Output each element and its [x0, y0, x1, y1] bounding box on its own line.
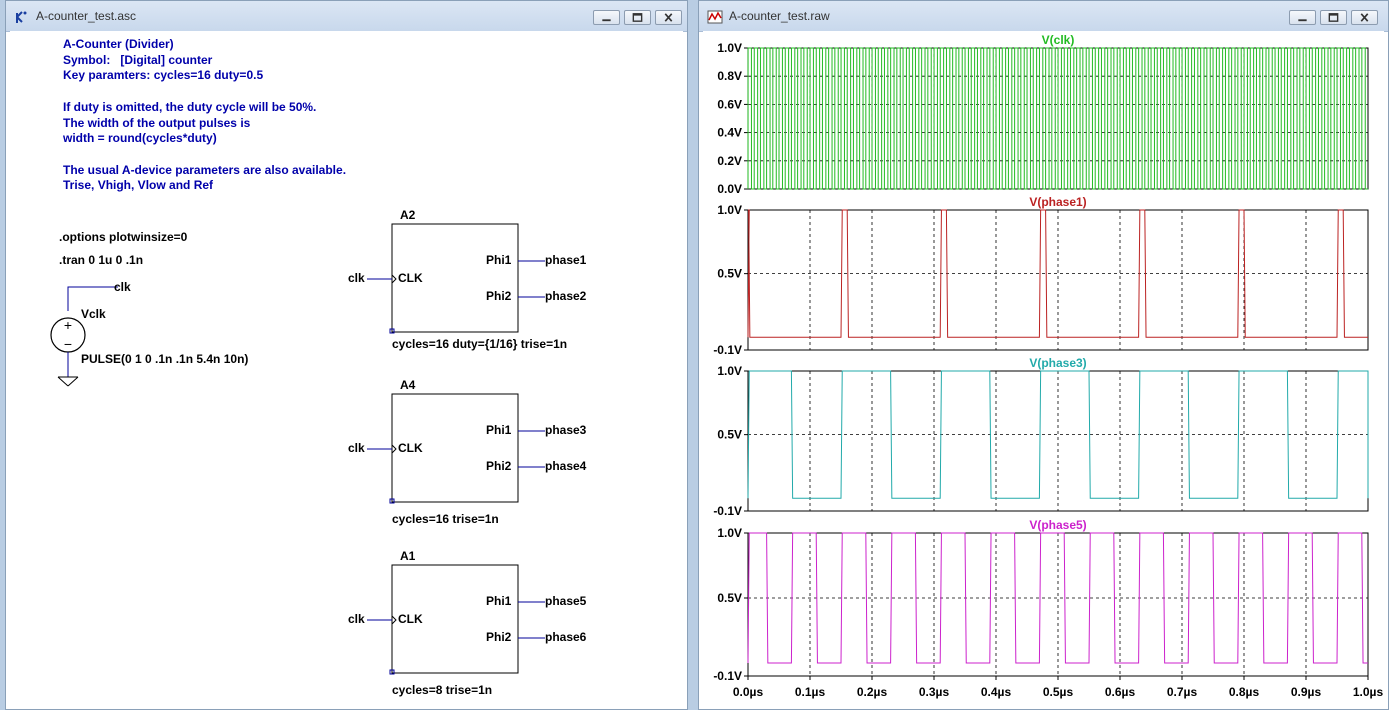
- a2-phi1-pin: Phi1: [486, 253, 511, 267]
- schematic-window: A-counter_test.asc A-Counter (Divider)Sy…: [5, 0, 688, 710]
- y-tick-label: 1.0V: [717, 364, 742, 378]
- x-tick-label: 0.4µs: [981, 685, 1012, 699]
- y-tick-label: 0.8V: [717, 69, 742, 83]
- a2-instance-name[interactable]: A2: [400, 208, 415, 222]
- x-tick-label: 0.5µs: [1043, 685, 1074, 699]
- schematic-app-icon: [14, 9, 30, 25]
- x-tick-label: 0.8µs: [1229, 685, 1260, 699]
- trace-title: V(phase1): [1029, 195, 1086, 209]
- restore-icon: [625, 11, 650, 25]
- a1-out1-net-label[interactable]: phase5: [545, 594, 586, 608]
- waveform-canvas[interactable]: 1.0V 0.8V 0.6V 0.4V 0.2V 0.0V V(clk) 1.0V 0.5V -0…: [703, 31, 1384, 705]
- y-tick-label: 0.5V: [717, 428, 742, 442]
- close-button[interactable]: [1351, 10, 1378, 25]
- waveform-titlebar[interactable]: A-counter_test.raw: [699, 1, 1388, 32]
- y-tick-label: -0.1V: [713, 669, 742, 683]
- y-tick-label: -0.1V: [713, 343, 742, 357]
- x-tick-label: 0.7µs: [1167, 685, 1198, 699]
- close-icon: [656, 11, 681, 25]
- a1-instance-name[interactable]: A1: [400, 549, 415, 563]
- x-tick-label: 0.9µs: [1291, 685, 1322, 699]
- minimize-icon: [1290, 11, 1315, 25]
- restore-button[interactable]: [624, 10, 651, 25]
- minimize-button[interactable]: [1289, 10, 1316, 25]
- y-tick-label: 0.2V: [717, 154, 742, 168]
- x-tick-label: 0.2µs: [857, 685, 888, 699]
- close-button[interactable]: [655, 10, 682, 25]
- minimize-icon: [594, 11, 619, 25]
- a1-phi1-pin: Phi1: [486, 594, 511, 608]
- trace-title: V(clk): [1042, 33, 1075, 47]
- a2-clk-pin: CLK: [398, 271, 423, 285]
- vclk-value[interactable]: PULSE(0 1 0 .1n .1n 5.4n 10n): [81, 352, 248, 366]
- a2-params[interactable]: cycles=16 duty={1/16} trise=1n: [392, 337, 567, 351]
- clk-net-label[interactable]: clk: [114, 280, 131, 294]
- a1-input-net-label[interactable]: clk: [348, 612, 365, 626]
- close-icon: [1352, 11, 1377, 25]
- y-tick-label: 0.0V: [717, 182, 742, 196]
- restore-button[interactable]: [1320, 10, 1347, 25]
- x-tick-label: 0.6µs: [1105, 685, 1136, 699]
- y-tick-label: 1.0V: [717, 526, 742, 540]
- waveform-window: A-counter_test.raw 1.0V 0.8V 0.6V 0.4V 0.2V 0…: [698, 0, 1389, 710]
- counter-a1-symbol[interactable]: [367, 565, 545, 674]
- schematic-titlebar[interactable]: A-counter_test.asc: [6, 1, 687, 32]
- x-tick-label: 0.3µs: [919, 685, 950, 699]
- svg-text:−: −: [64, 336, 72, 352]
- x-tick-label: 0.0µs: [733, 685, 764, 699]
- x-tick-label: 0.1µs: [795, 685, 826, 699]
- a2-out2-net-label[interactable]: phase2: [545, 289, 586, 303]
- y-tick-label: 0.5V: [717, 591, 742, 605]
- a2-out1-net-label[interactable]: phase1: [545, 253, 586, 267]
- waveform-app-icon: [707, 9, 723, 25]
- waveform-plots[interactable]: 1.0V 0.8V 0.6V 0.4V 0.2V 0.0V V(clk) 1.0V 0.5V -0…: [703, 31, 1386, 707]
- y-tick-label: 1.0V: [717, 203, 742, 217]
- voltage-source-vclk[interactable]: + −: [51, 287, 118, 386]
- y-tick-label: -0.1V: [713, 504, 742, 518]
- a4-clk-pin: CLK: [398, 441, 423, 455]
- a2-input-net-label[interactable]: clk: [348, 271, 365, 285]
- trace-vclk: [748, 48, 1368, 189]
- a4-out2-net-label[interactable]: phase4: [545, 459, 586, 473]
- ground-symbol: [58, 377, 78, 386]
- a1-out2-net-label[interactable]: phase6: [545, 630, 586, 644]
- y-tick-label: 1.0V: [717, 41, 742, 55]
- schematic-canvas[interactable]: A-Counter (Divider)Symbol: [Digital] cou…: [10, 31, 683, 705]
- minimize-button[interactable]: [593, 10, 620, 25]
- restore-icon: [1321, 11, 1346, 25]
- y-tick-label: 0.5V: [717, 267, 742, 281]
- a1-params[interactable]: cycles=8 trise=1n: [392, 683, 492, 697]
- a1-phi2-pin: Phi2: [486, 630, 511, 644]
- counter-a2-symbol[interactable]: [367, 224, 545, 333]
- schematic-window-title: A-counter_test.asc: [36, 9, 136, 23]
- vclk-instance-name[interactable]: Vclk: [81, 307, 106, 321]
- trace-title: V(phase5): [1029, 518, 1086, 532]
- y-tick-label: 0.4V: [717, 126, 742, 140]
- a4-instance-name[interactable]: A4: [400, 378, 415, 392]
- a4-phi2-pin: Phi2: [486, 459, 511, 473]
- counter-a4-symbol[interactable]: [367, 394, 545, 503]
- a4-input-net-label[interactable]: clk: [348, 441, 365, 455]
- a2-phi2-pin: Phi2: [486, 289, 511, 303]
- a1-clk-pin: CLK: [398, 612, 423, 626]
- waveform-window-title: A-counter_test.raw: [729, 9, 830, 23]
- y-tick-label: 0.6V: [717, 97, 742, 111]
- a4-out1-net-label[interactable]: phase3: [545, 423, 586, 437]
- svg-text:+: +: [64, 317, 72, 333]
- a4-phi1-pin: Phi1: [486, 423, 511, 437]
- trace-title: V(phase3): [1029, 356, 1086, 370]
- x-tick-label: 1.0µs: [1353, 685, 1384, 699]
- a4-params[interactable]: cycles=16 trise=1n: [392, 512, 499, 526]
